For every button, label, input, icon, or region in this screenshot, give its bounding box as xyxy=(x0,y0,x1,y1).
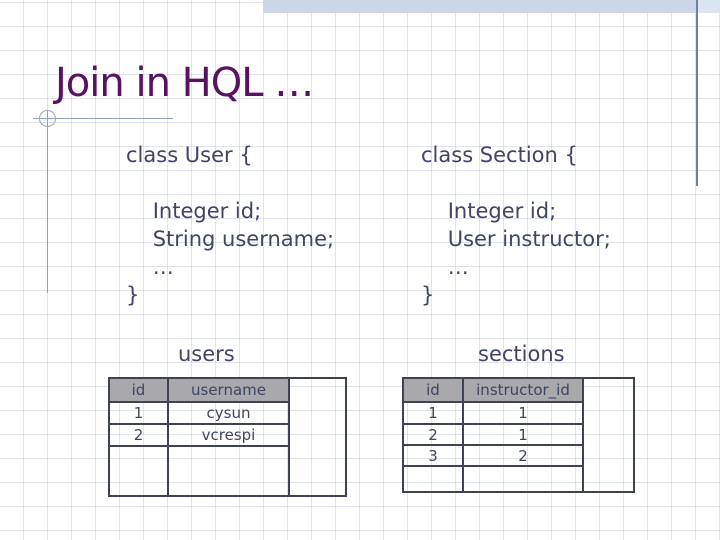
users-empty-side-column xyxy=(288,378,346,496)
empty-cell xyxy=(463,466,583,492)
code-block-section-class: class Section { Integer id; User instruc… xyxy=(421,143,611,307)
title-underline-decoration xyxy=(33,118,173,119)
users-cell-username: vcrespi xyxy=(168,424,289,447)
table-row: 2 vcrespi xyxy=(109,424,346,447)
sections-cell-id: 1 xyxy=(403,402,464,425)
sections-empty-row xyxy=(403,466,634,492)
table-row: 3 2 xyxy=(403,445,634,467)
table-row: 1 cysun xyxy=(109,402,346,425)
users-table-caption: users xyxy=(178,342,235,366)
top-accent-band xyxy=(263,0,697,13)
users-header-id: id xyxy=(109,378,169,403)
top-accent-band-light xyxy=(697,0,720,13)
sections-header-row: id instructor_id xyxy=(403,378,634,492)
left-vertical-decoration xyxy=(47,111,48,293)
empty-cell xyxy=(109,446,169,496)
users-cell-username: cysun xyxy=(168,402,289,425)
sections-empty-side-column xyxy=(582,378,634,492)
table-row: 1 1 xyxy=(403,402,634,425)
decoration-circle xyxy=(39,110,56,127)
users-empty-row xyxy=(109,446,346,496)
sections-cell-instructor-id: 1 xyxy=(463,424,583,446)
users-table: id username 1 cysun 2 vcrespi xyxy=(108,377,347,497)
sections-cell-id: 3 xyxy=(403,445,464,467)
sections-cell-id: 2 xyxy=(403,424,464,446)
empty-cell xyxy=(403,466,464,492)
right-accent-line xyxy=(696,0,698,186)
users-header-username: username xyxy=(168,378,289,403)
slide-title: Join in HQL … xyxy=(55,60,314,106)
sections-table: id instructor_id 1 1 2 1 3 2 xyxy=(402,377,635,493)
sections-cell-instructor-id: 1 xyxy=(463,402,583,425)
users-cell-id: 2 xyxy=(109,424,169,447)
code-block-user-class: class User { Integer id; String username… xyxy=(126,143,335,307)
sections-cell-instructor-id: 2 xyxy=(463,445,583,467)
sections-header-instructor-id: instructor_id xyxy=(463,378,583,403)
users-cell-id: 1 xyxy=(109,402,169,425)
table-row: 2 1 xyxy=(403,424,634,446)
empty-cell xyxy=(168,446,289,496)
sections-header-id: id xyxy=(403,378,464,403)
users-header-row: id username xyxy=(109,378,346,496)
sections-table-caption: sections xyxy=(478,342,565,366)
